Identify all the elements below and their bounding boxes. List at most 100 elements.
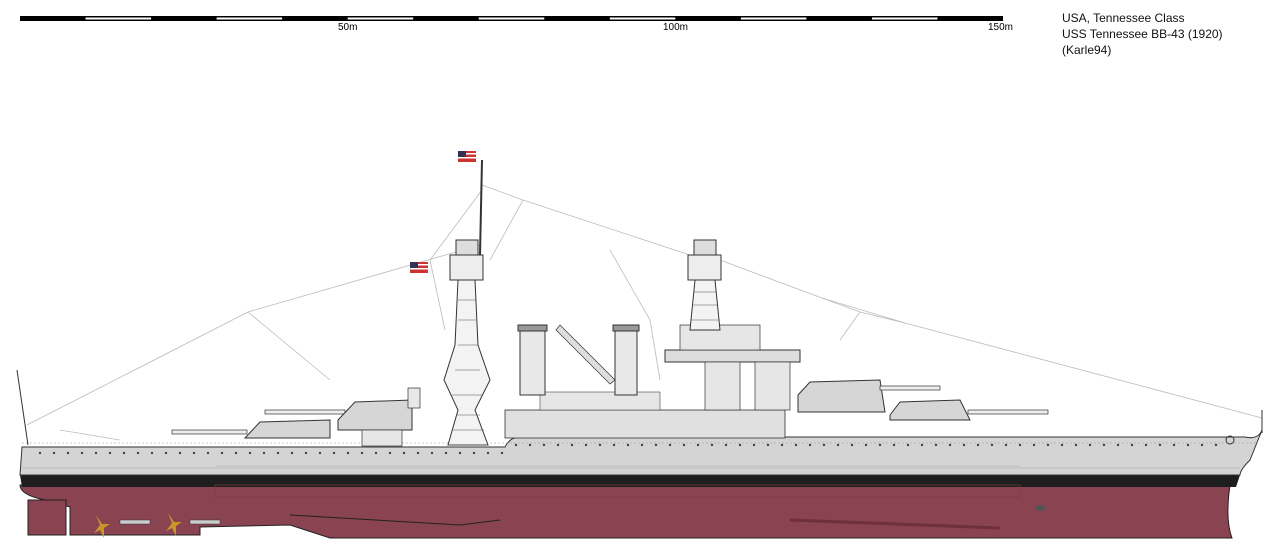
cage-mast-forward: [687, 239, 722, 331]
porthole: [80, 451, 84, 455]
porthole: [290, 451, 294, 455]
porthole: [682, 443, 686, 447]
porthole: [808, 443, 812, 447]
porthole: [1200, 443, 1204, 447]
porthole: [248, 451, 252, 455]
porthole: [1018, 443, 1022, 447]
porthole: [1214, 443, 1218, 447]
hull: [19, 429, 1263, 539]
porthole: [822, 443, 826, 447]
porthole: [878, 443, 882, 447]
scale-bar: [20, 16, 1003, 21]
porthole: [1004, 443, 1008, 447]
porthole: [1158, 443, 1162, 447]
scale-label-50m: 50m: [338, 22, 358, 33]
ship-name: USS Tennessee BB-43 (1920): [1062, 27, 1223, 41]
porthole: [668, 443, 672, 447]
scale-label-100m: 100m: [663, 22, 689, 33]
porthole: [178, 451, 182, 455]
porthole: [640, 443, 644, 447]
porthole: [500, 451, 504, 455]
porthole: [1144, 443, 1148, 447]
porthole: [1032, 443, 1036, 447]
scale-label-150m: 150m: [988, 22, 1014, 33]
porthole: [108, 451, 112, 455]
porthole: [360, 451, 364, 455]
porthole: [66, 451, 70, 455]
porthole: [192, 451, 196, 455]
porthole: [696, 443, 700, 447]
scale-segment: [347, 17, 414, 20]
porthole: [234, 451, 238, 455]
porthole: [738, 443, 742, 447]
turret-aft-lower: [171, 419, 331, 439]
us-flag-icon: [458, 151, 476, 162]
porthole: [332, 451, 336, 455]
porthole: [766, 443, 770, 447]
porthole: [444, 451, 448, 455]
porthole: [906, 443, 910, 447]
porthole: [542, 443, 546, 447]
propeller-icon: [94, 515, 110, 538]
superstructure: [361, 324, 801, 447]
turret-aft-upper: [264, 387, 421, 431]
porthole: [150, 451, 154, 455]
turret-forward-upper: [797, 379, 941, 413]
scale-segment: [216, 17, 283, 20]
funnel-forward: [612, 324, 640, 396]
porthole: [220, 451, 224, 455]
porthole: [1088, 443, 1092, 447]
funnel-aft: [517, 324, 548, 396]
drawing-title-block: USA, Tennessee Class USS Tennessee BB-43…: [1062, 10, 1223, 58]
rigging-lines: [26, 184, 1263, 441]
porthole: [304, 451, 308, 455]
porthole: [416, 451, 420, 455]
porthole: [1116, 443, 1120, 447]
lower-hull: [19, 484, 1233, 539]
porthole: [1060, 443, 1064, 447]
propeller-shafts: [119, 519, 221, 525]
porthole: [472, 451, 476, 455]
porthole: [598, 443, 602, 447]
turret-forward-lower: [889, 399, 1049, 421]
scale-segment: [85, 17, 152, 20]
porthole: [892, 443, 896, 447]
porthole: [654, 443, 658, 447]
porthole: [122, 451, 126, 455]
propeller-icon: [166, 513, 182, 536]
upper-hull: [19, 429, 1263, 476]
porthole: [990, 443, 994, 447]
porthole: [52, 451, 56, 455]
boot-topping: [20, 475, 1240, 487]
porthole: [276, 451, 280, 455]
porthole: [1074, 443, 1078, 447]
porthole: [1172, 443, 1176, 447]
porthole: [920, 443, 924, 447]
porthole: [962, 443, 966, 447]
boat-crane: [555, 324, 616, 385]
scale-segment: [609, 17, 676, 20]
porthole: [724, 443, 728, 447]
porthole: [780, 443, 784, 447]
porthole: [612, 443, 616, 447]
porthole: [1186, 443, 1190, 447]
scale-segment: [478, 17, 545, 20]
porthole: [850, 443, 854, 447]
porthole: [864, 443, 868, 447]
porthole: [1130, 443, 1134, 447]
porthole: [486, 451, 490, 455]
porthole: [94, 451, 98, 455]
porthole: [388, 451, 392, 455]
porthole: [402, 451, 406, 455]
porthole: [1102, 443, 1106, 447]
porthole: [948, 443, 952, 447]
stern-flagstaff: [16, 369, 29, 446]
porthole: [556, 443, 560, 447]
porthole: [1046, 443, 1050, 447]
porthole: [458, 451, 462, 455]
porthole: [794, 443, 798, 447]
porthole: [346, 451, 350, 455]
anchor-icon: [1225, 435, 1235, 445]
porthole: [430, 451, 434, 455]
